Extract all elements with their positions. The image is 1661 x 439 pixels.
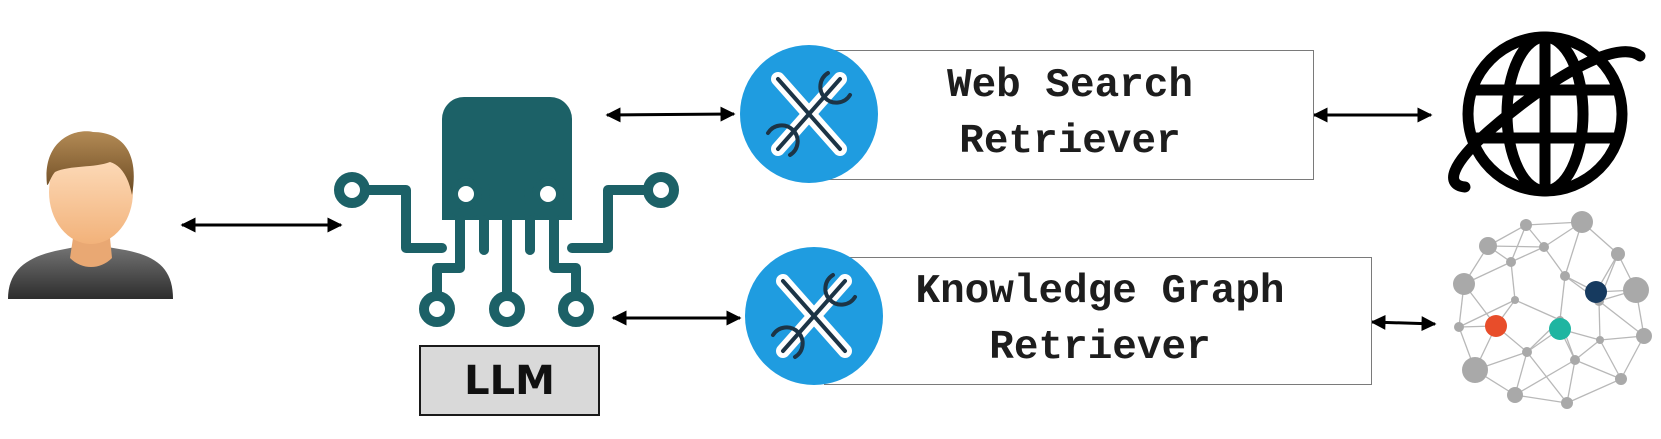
graph-node [1507, 387, 1523, 403]
graph-node [1520, 219, 1532, 231]
graph-node [1462, 357, 1488, 383]
network-graph-icon [1453, 211, 1652, 409]
edge-knowledge-graph-kg [1370, 314, 1437, 332]
user-avatar-icon [8, 131, 173, 299]
web-search-retriever-box [813, 50, 1314, 180]
knowledge-graph-retriever-box [824, 257, 1372, 385]
web-search-line2: Retriever [959, 119, 1181, 165]
knowledge-graph-retriever-label: Knowledge Graph Retriever [880, 264, 1320, 376]
graph-node [1615, 373, 1627, 385]
graph-node [1479, 237, 1497, 255]
graph-node [1611, 247, 1625, 261]
graph-node [1623, 277, 1649, 303]
graph-node [1539, 242, 1549, 252]
graph-node [1511, 296, 1519, 304]
graph-node-highlighted [1549, 318, 1571, 340]
web-search-retriever-label: Web Search Retriever [880, 58, 1260, 170]
graph-node [1454, 322, 1464, 332]
graph-node-highlighted [1485, 315, 1507, 337]
globe-icon [1448, 31, 1646, 197]
graph-node [1636, 328, 1652, 344]
graph-node [1571, 211, 1593, 233]
edge-llm-web-search [605, 106, 736, 123]
graph-node [1506, 257, 1516, 267]
web-search-line1: Web Search [946, 63, 1194, 109]
octopus-circuit-icon [334, 97, 679, 327]
graph-node-highlighted [1585, 281, 1607, 303]
graph-node [1522, 347, 1532, 357]
knowledge-graph-line2: Retriever [989, 325, 1211, 371]
llm-label: LLM [464, 357, 555, 404]
graph-node [1453, 273, 1475, 295]
graph-node [1560, 271, 1570, 281]
knowledge-graph-line1: Knowledge Graph [915, 269, 1285, 315]
graph-node [1561, 397, 1573, 409]
tools-icon [771, 273, 857, 359]
tools-icon [766, 71, 852, 157]
graph-node [1570, 355, 1580, 365]
llm-label-box: LLM [419, 345, 600, 416]
graph-node [1596, 336, 1604, 344]
